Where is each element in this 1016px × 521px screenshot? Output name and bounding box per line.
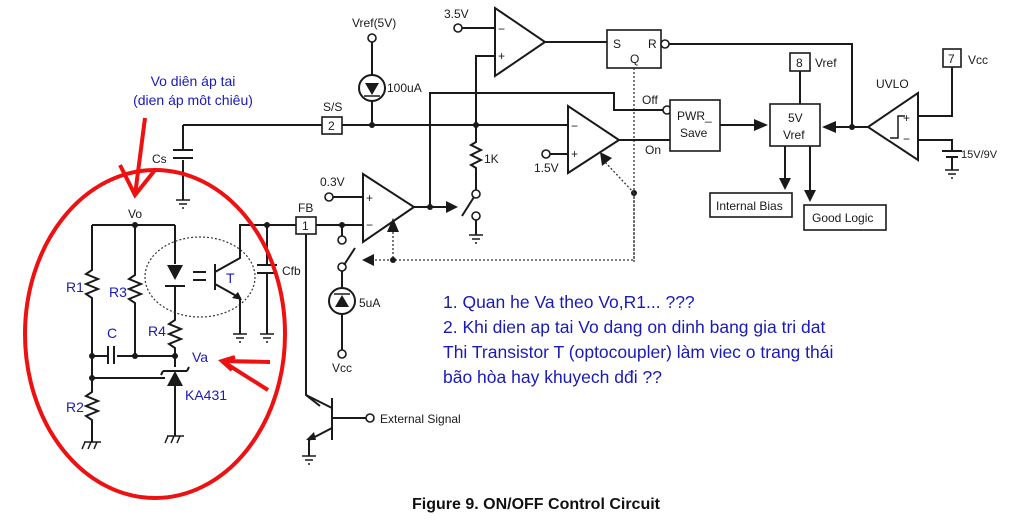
feedback-network-r2-label: R2 bbox=[66, 399, 84, 415]
comparator-3v5: 3.5V − + bbox=[444, 6, 608, 125]
opamp-signs-plus-label: + bbox=[571, 147, 578, 161]
pins-vref-num-label: 8 bbox=[796, 56, 803, 70]
i100-label: 100uA bbox=[387, 81, 422, 95]
sources-r1k-label: 1K bbox=[484, 152, 499, 166]
feedback-network-shunt-ref-label: KA431 bbox=[185, 387, 227, 403]
pins-vref-label-label: Vref bbox=[815, 56, 837, 70]
ss-line: Cs 2 S/S bbox=[152, 100, 570, 209]
v35-label: 3.5V bbox=[444, 7, 469, 21]
sources-i5-label: 5uA bbox=[359, 296, 380, 310]
pin-2-number: 2 bbox=[328, 119, 335, 133]
opamp-signs-minus-label: − bbox=[571, 119, 578, 133]
vo-annotation: Vo diên áp tai (dien áp môt chiêu) bbox=[133, 73, 253, 108]
ground-icon bbox=[176, 199, 190, 209]
opamp-signs-plus-label: + bbox=[498, 49, 505, 63]
cs-capacitor bbox=[173, 149, 193, 159]
pin-2-label: S/S bbox=[323, 100, 342, 114]
sr-latch: S R Q bbox=[606, 29, 853, 262]
question-text: 1. Quan he Va theo Vo,R1... ??? 2. Khi d… bbox=[443, 292, 834, 387]
arrow-to-va bbox=[221, 359, 271, 364]
blocks-off-label: Off bbox=[642, 93, 658, 107]
vref5-label: Vref(5V) bbox=[352, 16, 396, 30]
sources-v03-label: 0.3V bbox=[320, 175, 345, 189]
sources-uvlo-thr-label: 15V/9V bbox=[961, 149, 998, 161]
figure-caption: Figure 9. ON/OFF Control Circuit bbox=[412, 496, 660, 513]
pwr-save-comparator: Off − + 1.5V On bbox=[429, 92, 672, 207]
feedback-network-vo-label: Vo bbox=[128, 207, 142, 221]
blocks-pwr-save-1-label: PWR_ bbox=[677, 109, 712, 123]
pin-2-box bbox=[321, 116, 343, 135]
pins-fb-label-label: FB bbox=[298, 201, 313, 215]
opamp-signs-minus-label: − bbox=[903, 132, 910, 146]
blocks-latch-s-label: S bbox=[613, 37, 621, 51]
pins-vcc-label-label: Vcc bbox=[968, 53, 988, 67]
discharge-switch: 1K bbox=[461, 125, 499, 244]
sources-v15-label: 1.5V bbox=[534, 161, 559, 175]
red-highlights bbox=[23, 117, 287, 500]
current-source-100ua: Vref(5V) 100uA bbox=[352, 16, 422, 125]
blocks-uvlo-label: UVLO bbox=[876, 77, 909, 91]
feedback-network-r4-label: R4 bbox=[148, 323, 166, 339]
external-signal-transistor: External Signal bbox=[302, 394, 461, 465]
blocks-vref-block-1-label: 5V bbox=[788, 111, 803, 125]
feedback-network: Vo R1 R3 C R2 R4 Va KA431 bbox=[66, 207, 301, 450]
blocks-internal-bias-label: Internal Bias bbox=[716, 199, 783, 213]
feedback-network-opto-transistor-label: T bbox=[226, 270, 235, 286]
opamp-signs-plus-label: + bbox=[366, 191, 373, 205]
sources-vcc-label: Vcc bbox=[332, 361, 352, 375]
blocks-external-signal-label: External Signal bbox=[380, 412, 461, 426]
blocks-pwr-save-2-label: Save bbox=[680, 126, 708, 140]
opamp-signs-minus-label: − bbox=[498, 22, 505, 36]
blocks-good-logic-label: Good Logic bbox=[812, 211, 873, 225]
feedback-network-c-label: C bbox=[107, 325, 117, 341]
feedback-network-va-label: Va bbox=[192, 349, 208, 365]
pins-vcc-num-label: 7 bbox=[948, 52, 955, 66]
blocks-latch-r-label: R bbox=[648, 37, 657, 51]
fb-comparator: 0.3V + − bbox=[320, 172, 635, 266]
pins-fb-num-label: 1 bbox=[302, 219, 309, 233]
blocks-latch-q-label: Q bbox=[630, 52, 639, 66]
cs-label: Cs bbox=[152, 152, 167, 166]
reference-blocks: PWR_ Save 5V Vref 8 Vref Internal Bias G… bbox=[669, 48, 998, 231]
opamp-signs-plus-label: + bbox=[903, 111, 910, 125]
blocks-vref-block-2-label: Vref bbox=[783, 128, 805, 142]
feedback-network-r1-label: R1 bbox=[66, 279, 84, 295]
feedback-network-cfb-label: Cfb bbox=[282, 264, 301, 278]
arrow-to-vo bbox=[133, 117, 147, 196]
feedback-network-r3-label: R3 bbox=[109, 284, 127, 300]
vref5-terminal bbox=[367, 33, 377, 43]
opamp-signs-minus-label: − bbox=[366, 218, 373, 232]
optocoupler-outline bbox=[144, 236, 256, 318]
fb-pin: 1 FB 5uA Vcc bbox=[240, 201, 380, 407]
blocks-on-label: On bbox=[645, 143, 661, 157]
